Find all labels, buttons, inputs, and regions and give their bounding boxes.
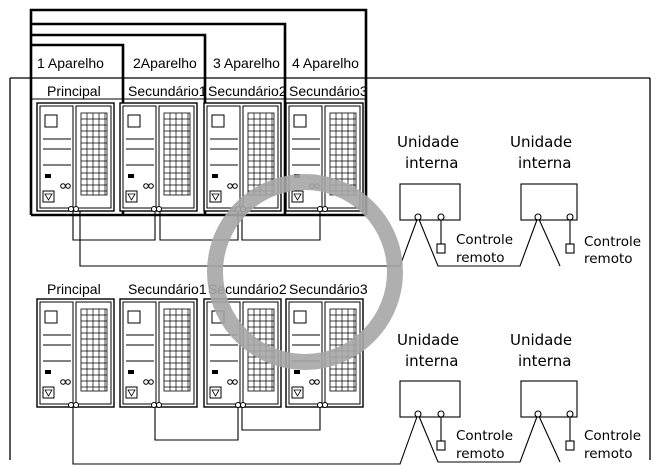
circle-ring-icon	[207, 174, 403, 370]
remote-controller-box	[565, 440, 575, 451]
aparelho-label-1: 1 Aparelho	[37, 55, 104, 71]
remote-label-line1: Controle	[584, 234, 641, 250]
role-label-secundario3: Secundário3	[289, 281, 368, 297]
remote-label-line1: Controle	[584, 428, 641, 444]
outdoor-unit-icon	[36, 102, 115, 213]
role-label-principal: Principal	[47, 281, 101, 297]
top-aparelho-labels: 1 Aparelho 2Aparelho 3 Aparelho 4 Aparel…	[37, 55, 359, 71]
bottom-role-labels: Principal Secundário1 Secundário2 Secund…	[47, 281, 368, 297]
indoor-unit-label-line1: Unidade	[397, 133, 459, 151]
indoor-unit-box	[520, 183, 578, 221]
bottom-outdoor-units	[36, 298, 364, 409]
remote-label-line1: Controle	[456, 232, 513, 248]
role-label-secundario2: Secundário2	[208, 281, 287, 297]
indoor-unit-box	[399, 183, 461, 221]
aparelho-label-3: 3 Aparelho	[213, 55, 280, 71]
remote-label-line2: remoto	[456, 250, 505, 266]
indoor-unit-box	[399, 380, 461, 418]
bottom-wiring	[72, 380, 578, 465]
indoor-unit-label-line2: interna	[518, 154, 571, 172]
remote-controller-box	[436, 440, 446, 451]
remote-label-line2: remoto	[584, 251, 633, 267]
indoor-unit-label-line2: interna	[405, 352, 458, 370]
top-group-brackets	[29, 8, 368, 217]
role-label-secundario1: Secundário1	[128, 281, 207, 297]
outdoor-unit-icon	[119, 298, 198, 409]
remote-label-line2: remoto	[584, 446, 633, 462]
bottom-indoor-labels: Unidade interna Unidade interna Controle…	[397, 331, 641, 462]
indoor-unit-label-line1: Unidade	[397, 331, 459, 349]
bracket-3	[31, 22, 287, 215]
outdoor-unit-icon	[119, 102, 198, 213]
top-wiring	[72, 183, 578, 267]
top-role-labels: Principal Secundário1 Secundário2 Secund…	[47, 83, 368, 99]
indoor-unit-label-line1: Unidade	[510, 133, 572, 151]
indoor-unit-label-line1: Unidade	[510, 331, 572, 349]
top-indoor-labels: Unidade interna Unidade interna Controle…	[397, 133, 641, 267]
outdoor-unit-icon	[36, 298, 115, 409]
role-label-secundario3: Secundário3	[289, 83, 368, 99]
top-group-header-grid	[31, 77, 366, 100]
indoor-unit-box	[520, 380, 578, 418]
aparelho-label-4: 4 Aparelho	[292, 55, 359, 71]
role-label-secundario2: Secundário2	[208, 83, 287, 99]
remote-label-line1: Controle	[456, 428, 513, 444]
remote-controller-box	[436, 243, 446, 254]
role-label-secundario1: Secundário1	[128, 83, 207, 99]
indoor-unit-label-line2: interna	[405, 154, 458, 172]
top-outdoor-units	[36, 102, 364, 213]
remote-label-line2: remoto	[456, 446, 505, 462]
aparelho-label-2: 2Aparelho	[133, 55, 197, 71]
role-label-principal: Principal	[47, 83, 101, 99]
remote-controller-box	[565, 243, 575, 254]
indoor-unit-label-line2: interna	[518, 352, 571, 370]
bracket-4	[29, 8, 368, 215]
